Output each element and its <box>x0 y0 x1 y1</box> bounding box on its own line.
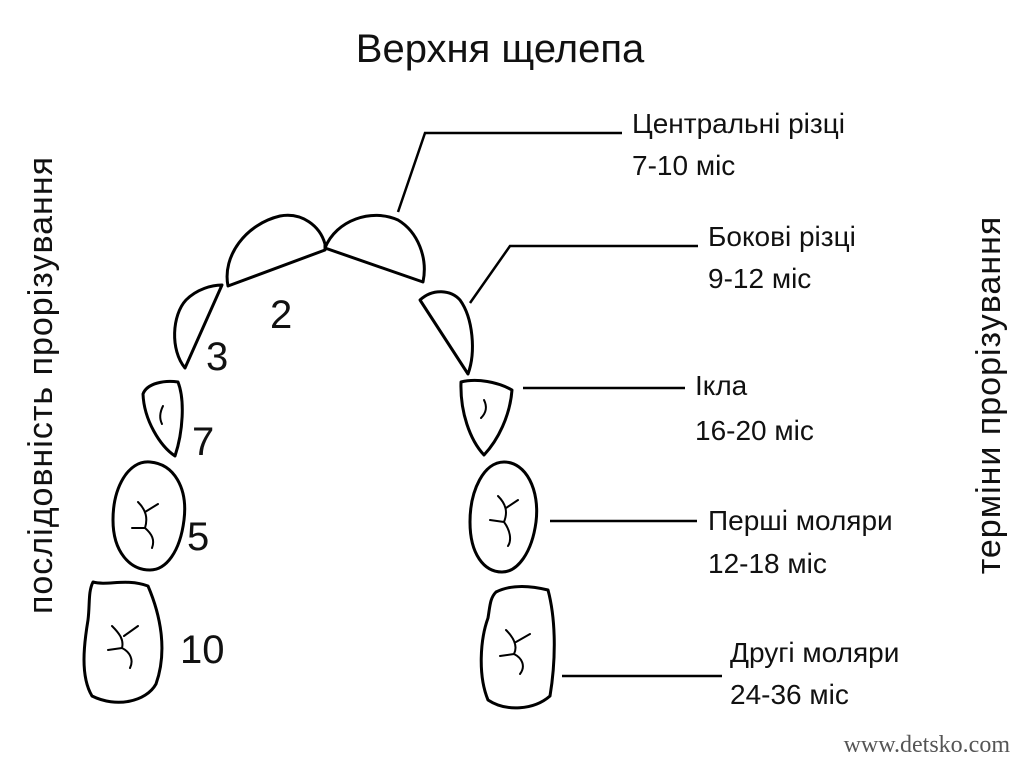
right-second-molar <box>479 585 556 710</box>
left-first-molar <box>111 460 187 572</box>
central-incisors <box>225 213 426 288</box>
label-lateral-incisors-name: Бокові різці <box>708 221 856 252</box>
label-second-molars-name: Другі моляри <box>730 637 899 668</box>
label-central-incisors-name: Центральні різці <box>632 108 845 139</box>
right-lateral-incisor <box>418 290 474 376</box>
watermark: www.detsko.com <box>844 732 1011 758</box>
right-first-molar <box>468 460 539 574</box>
label-lateral-incisors-period: 9-12 міс <box>708 263 811 294</box>
label-canines-period: 16-20 міс <box>695 415 814 446</box>
order-number-central: 3 <box>206 335 228 379</box>
left-central-incisor <box>225 213 327 288</box>
left-second-molar <box>82 580 164 704</box>
label-first-molars-name: Перші моляри <box>708 505 893 536</box>
diagram-title: Верхня щелепа <box>356 27 645 71</box>
label-second-molars-period: 24-36 міс <box>730 679 849 710</box>
label-canines-name: Ікла <box>695 370 748 401</box>
right-axis-label: терміни прорізування <box>970 216 1008 575</box>
order-number-first-molar: 5 <box>187 515 209 559</box>
leader-lateral-incisors <box>468 244 698 304</box>
left-axis-label: послідовність прорізування <box>22 156 60 614</box>
order-number-canine: 7 <box>192 420 214 464</box>
order-number-second-molar: 10 <box>180 628 225 672</box>
right-central-incisor <box>323 213 426 284</box>
left-lateral-incisor <box>173 283 224 370</box>
label-first-molars-period: 12-18 міс <box>708 548 827 579</box>
right-canine <box>459 378 514 457</box>
label-central-incisors-period: 7-10 міс <box>632 150 735 181</box>
leader-central-incisors <box>396 131 622 213</box>
left-canine <box>141 379 184 458</box>
order-number-lateral: 2 <box>270 293 292 337</box>
